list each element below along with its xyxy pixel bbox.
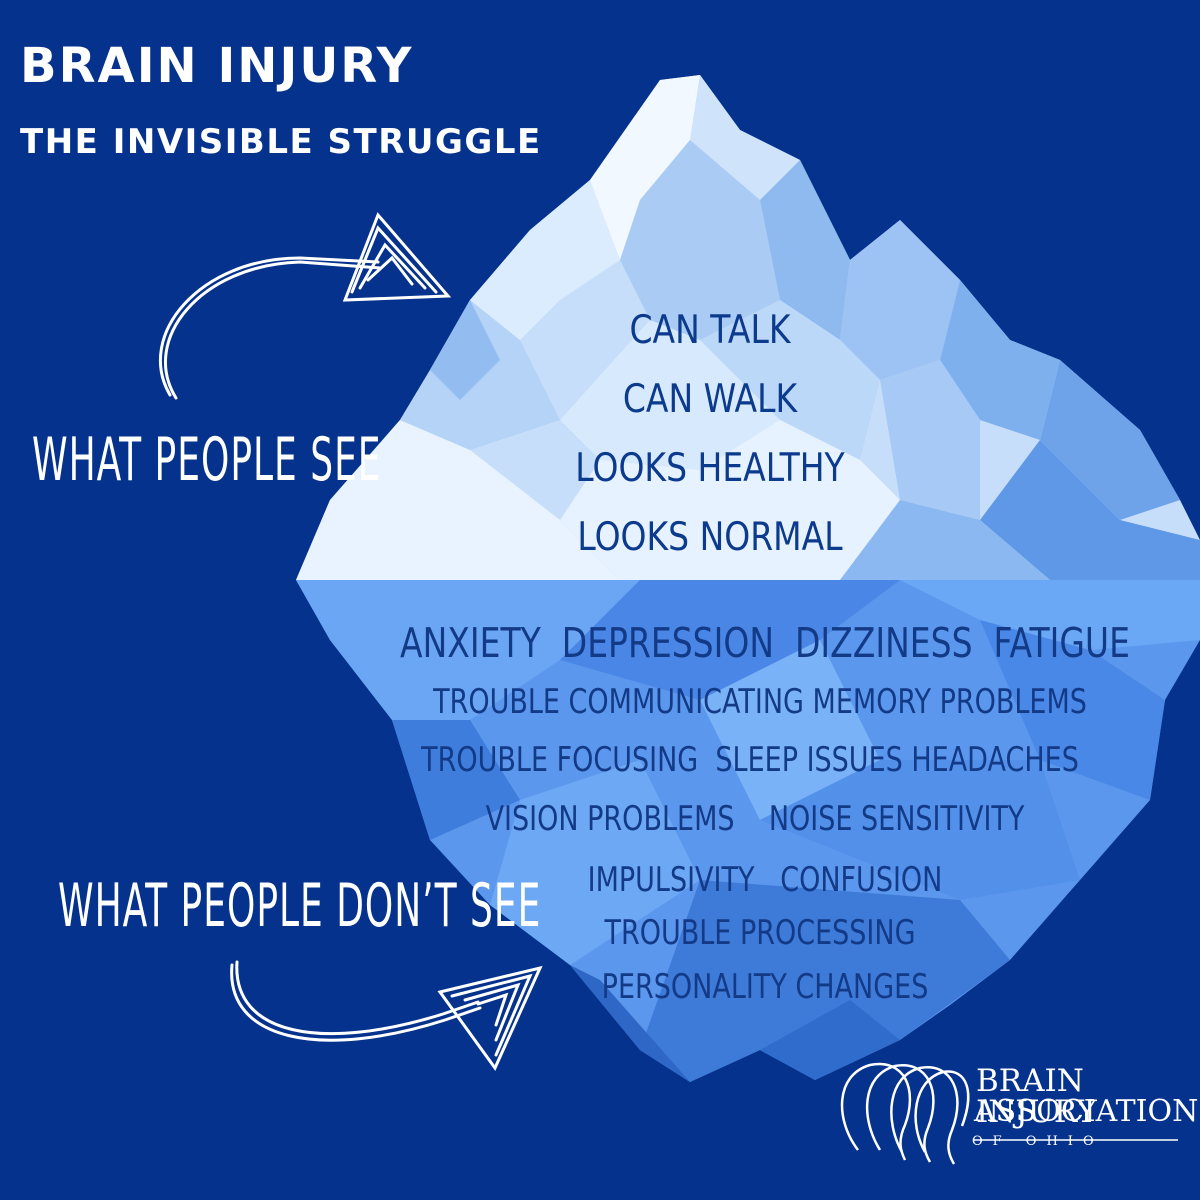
label-what-people-dont-see: WHAT PEOPLE DON’T SEE <box>58 872 542 941</box>
logo-line-1: BRAIN INJURY <box>976 1063 1097 1130</box>
hidden-symptom-line: ANXIETY DEPRESSION DIZZINESS FATIGUE <box>400 618 1130 667</box>
iceberg-above <box>296 75 1200 580</box>
visible-symptom: LOOKS NORMAL <box>577 513 843 560</box>
page-title: BRAIN INJURY <box>20 38 414 94</box>
logo-line-3: OF OHIO <box>972 1134 1104 1149</box>
overlapping-heads-logo-icon <box>840 1062 970 1165</box>
visible-symptom: CAN TALK <box>629 306 791 353</box>
visible-symptom: CAN WALK <box>622 375 798 422</box>
hidden-symptom-line: VISION PROBLEMS NOISE SENSITIVITY <box>485 800 1025 839</box>
label-what-people-see: WHAT PEOPLE SEE <box>32 426 382 495</box>
page-subtitle: THE INVISIBLE STRUGGLE <box>20 122 542 162</box>
hidden-symptom-line: PERSONALITY CHANGES <box>601 968 929 1007</box>
visible-symptom: LOOKS HEALTHY <box>575 444 845 491</box>
hand-drawn-arrow-bottom-icon <box>230 960 543 1071</box>
hand-drawn-arrow-top-icon <box>158 212 452 400</box>
iceberg-underwater <box>296 580 1200 1082</box>
hidden-symptom-line: TROUBLE FOCUSING SLEEP ISSUES HEADACHES <box>421 741 1079 780</box>
logo-line-2: ASSOCIATION <box>974 1094 1199 1129</box>
hidden-symptom-line: IMPULSIVITY CONFUSION <box>587 861 943 900</box>
hidden-symptom-line: TROUBLE PROCESSING <box>604 914 916 953</box>
hidden-symptom-line: TROUBLE COMMUNICATING MEMORY PROBLEMS <box>433 683 1087 722</box>
